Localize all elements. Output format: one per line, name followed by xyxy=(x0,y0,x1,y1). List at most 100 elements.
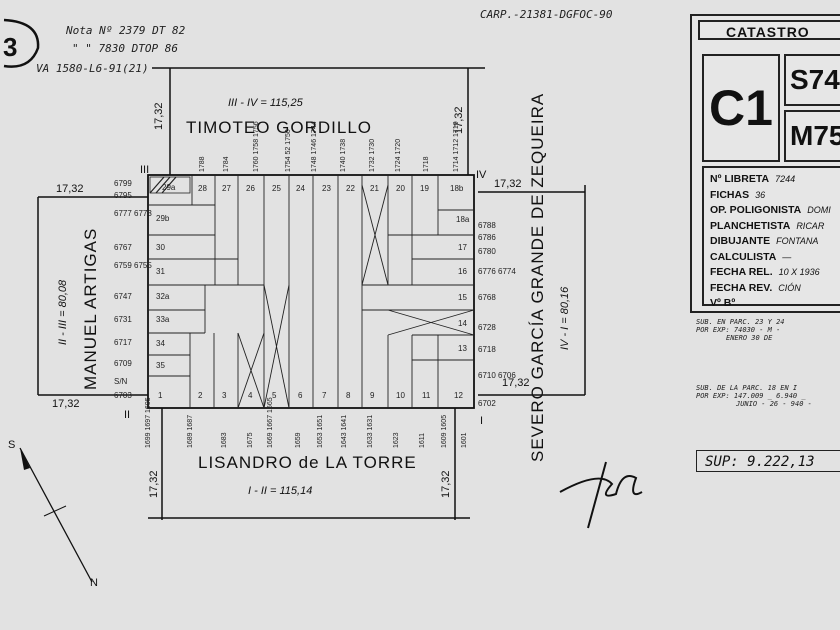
house-number-west: 6777 6773 xyxy=(114,209,152,218)
house-number-north: 1788 xyxy=(199,156,206,172)
catastro-title: CATASTRO xyxy=(698,20,840,40)
house-number-east: 6702 xyxy=(478,399,496,408)
lot-label: 26 xyxy=(246,184,255,193)
house-number-west: 6709 xyxy=(114,359,132,368)
lot-label: 7 xyxy=(322,391,327,400)
vertex-III: III xyxy=(140,164,149,176)
house-number-south: 1653 1651 xyxy=(317,415,324,448)
lot-label: 12 xyxy=(454,391,463,400)
catastro-manzana: M75 xyxy=(784,110,840,162)
house-number-south: 1659 xyxy=(295,432,302,448)
lot-label: 18a xyxy=(456,215,470,224)
dim-nw-top: 17,32 xyxy=(153,102,165,130)
side-west: II - III = 80,08 xyxy=(57,279,69,345)
block-outline xyxy=(147,174,475,409)
house-number-east: 6768 xyxy=(478,293,496,302)
lot-label: 2 xyxy=(198,391,203,400)
lot-label: 9 xyxy=(370,391,375,400)
sheet-number-arc xyxy=(3,18,40,68)
ref-left: VA 1580-L6-91(21) xyxy=(36,62,149,75)
house-number-south: 1623 xyxy=(393,432,400,448)
street-name-south: LISANDRO de LA TORRE xyxy=(198,453,417,472)
lot-label: 24 xyxy=(296,184,305,193)
dim-nw-side: 17,32 xyxy=(56,183,84,195)
house-number-east: 6718 xyxy=(478,345,496,354)
house-number-west: 6747 xyxy=(114,292,132,301)
crossed-lots xyxy=(237,184,475,409)
lot-label: 34 xyxy=(156,339,165,348)
street-name-north: TIMOTEO GORDILLO xyxy=(186,118,372,137)
lot-label: 16 xyxy=(458,267,467,276)
lot-label: 1 xyxy=(158,391,163,400)
side-south: I - II = 115,14 xyxy=(248,485,312,497)
house-number-west: 6759 6755 xyxy=(114,261,152,270)
dim-ne-top: 17,32 xyxy=(453,106,465,134)
catastro-row: FECHA REL.10 X 1936 xyxy=(710,266,820,278)
lot-label: 35 xyxy=(156,361,165,370)
lot-lines xyxy=(148,175,474,408)
lot-label: 29a xyxy=(162,183,176,192)
lot-label: 29b xyxy=(156,214,170,223)
house-number-south: 1633 1631 xyxy=(367,415,374,448)
lot-label: 22 xyxy=(346,184,355,193)
lot-label: 25 xyxy=(272,184,281,193)
house-number-west: 6717 xyxy=(114,338,132,347)
house-number-north: 1784 xyxy=(223,156,230,172)
house-number-east: 6728 xyxy=(478,323,496,332)
house-number-south: 1669 1667 1665 xyxy=(267,397,274,448)
signature xyxy=(559,461,643,529)
house-number-east: 6786 xyxy=(478,233,496,242)
dim-sw-side: 17,32 xyxy=(52,398,80,410)
side-note-2: SUB. DE LA PARC. 18 EN I POR EXP: 147.00… xyxy=(696,384,812,408)
compass-arrow: S N xyxy=(8,439,98,589)
lot-label: 13 xyxy=(458,344,467,353)
lot-label: 27 xyxy=(222,184,231,193)
street-lines xyxy=(37,67,586,520)
house-number-west: S/N xyxy=(114,377,128,386)
corner-lot-hatch xyxy=(149,176,191,194)
lot-label: 32a xyxy=(156,292,170,301)
house-number-west: 6799 xyxy=(114,179,132,188)
house-number-north: 1748 1746 1744 xyxy=(311,121,318,172)
house-number-south: 1699 1697 1695 xyxy=(145,397,152,448)
street-name-west: MANUEL ARTIGAS xyxy=(81,228,100,390)
catastro-circ: C1 xyxy=(702,54,780,162)
house-number-west: 6731 xyxy=(114,315,132,324)
house-number-west: 6703 xyxy=(114,391,132,400)
house-number-south: 1611 xyxy=(419,433,426,448)
lot-label: 33a xyxy=(156,315,170,324)
vertex-IV: IV xyxy=(476,169,487,181)
house-number-north: 1760 1758 1756 xyxy=(253,121,260,172)
surface-box: SUP: 9.222,13 xyxy=(696,450,840,472)
lot-label: 11 xyxy=(422,391,431,400)
lot-label: 3 xyxy=(222,391,227,400)
lot-label: 5 xyxy=(272,391,277,400)
side-north: III - IV = 115,25 xyxy=(228,97,304,109)
house-number-north: 1754 52 1750 xyxy=(285,129,292,172)
dim-ne-side: 17,32 xyxy=(494,178,522,190)
lot-label: 28 xyxy=(198,184,207,193)
lot-label: 17 xyxy=(458,243,467,252)
house-number-north: 1714 1712 1710 xyxy=(453,121,460,172)
house-number-north: 1732 1730 xyxy=(369,139,376,172)
house-number-west: 6795 xyxy=(114,191,132,200)
lot-label: 23 xyxy=(322,184,331,193)
catastro-seccion: S74 xyxy=(784,54,840,106)
house-number-south: 1601 xyxy=(461,432,468,448)
lot-label: 10 xyxy=(396,391,405,400)
lot-label: 14 xyxy=(458,319,467,328)
lot-label: 20 xyxy=(396,184,405,193)
compass-south-letter: N xyxy=(90,577,98,589)
ref-top: CARP.-21381-DGFOC-90 xyxy=(480,8,613,21)
catastro-row: FECHA REV.CIÓN xyxy=(710,281,801,294)
house-number-east: 6776 6774 xyxy=(478,267,516,276)
